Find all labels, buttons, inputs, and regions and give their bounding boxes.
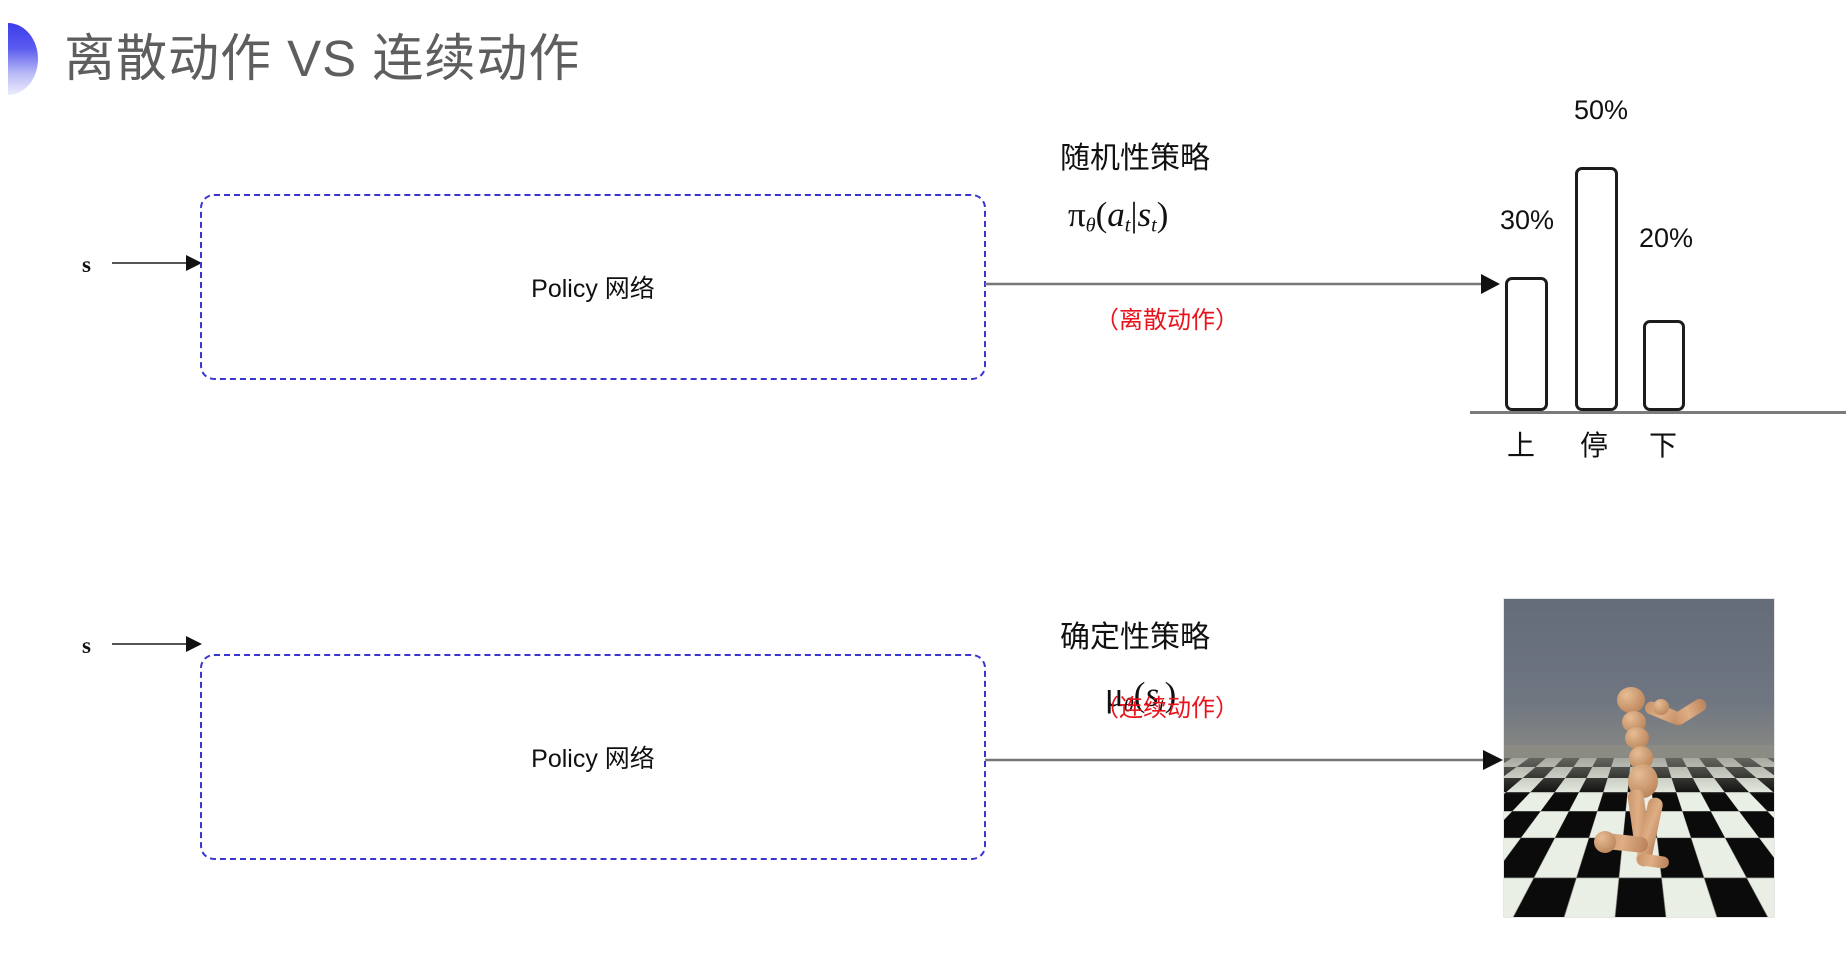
humanoid-figure [1504,599,1774,917]
policy-network-label-continuous: Policy 网络 [531,745,655,773]
humanoid-torso-mid [1625,727,1649,749]
bar-value-1: 50% [1573,95,1629,125]
policy-kind-discrete: 随机性策略 [1060,142,1210,175]
policy-network-label-discrete: Policy 网络 [531,275,655,303]
policy-network-box-discrete[interactable]: Policy 网络 [200,194,986,380]
output-arrow-discrete [985,274,1500,294]
state-arrow-continuous [112,636,202,652]
state-label-continuous: s [82,633,91,658]
policy-formula-discrete: πθ(at|st) [1068,195,1169,237]
humanoid-forearm [1671,696,1709,727]
bar-category-1: 停 [1579,430,1608,461]
bar-2 [1643,320,1685,411]
page-title: 离散动作 VS 连续动作 [64,30,581,87]
action-type-discrete: （离散动作） [1095,307,1239,334]
humanoid-rear-knee [1594,831,1616,853]
humanoid-front-foot [1636,852,1670,870]
state-arrow-discrete [112,255,202,271]
bar-value-2: 20% [1638,223,1694,253]
action-type-continuous: （连续动作） [1095,695,1239,722]
bar-category-0: 上 [1506,430,1535,461]
title-accent-shape [8,23,38,95]
policy-kind-continuous: 确定性策略 [1060,621,1210,654]
bar-chart-axis [1470,411,1846,414]
humanoid-head [1617,687,1645,713]
policy-network-box-continuous[interactable]: Policy 网络 [200,654,986,860]
bar-category-2: 下 [1648,430,1677,461]
action-probability-bar-chart: 30% 50% 20% [1470,95,1846,411]
bar-value-0: 30% [1499,205,1555,235]
humanoid-sim-image [1503,598,1775,918]
state-label-discrete: s [82,252,91,277]
bar-1 [1575,167,1618,411]
bar-0 [1505,277,1548,411]
policy-formula-continuous: μθ(st) [1105,675,1177,717]
humanoid-fist [1653,699,1669,715]
output-arrow-continuous [985,750,1503,770]
